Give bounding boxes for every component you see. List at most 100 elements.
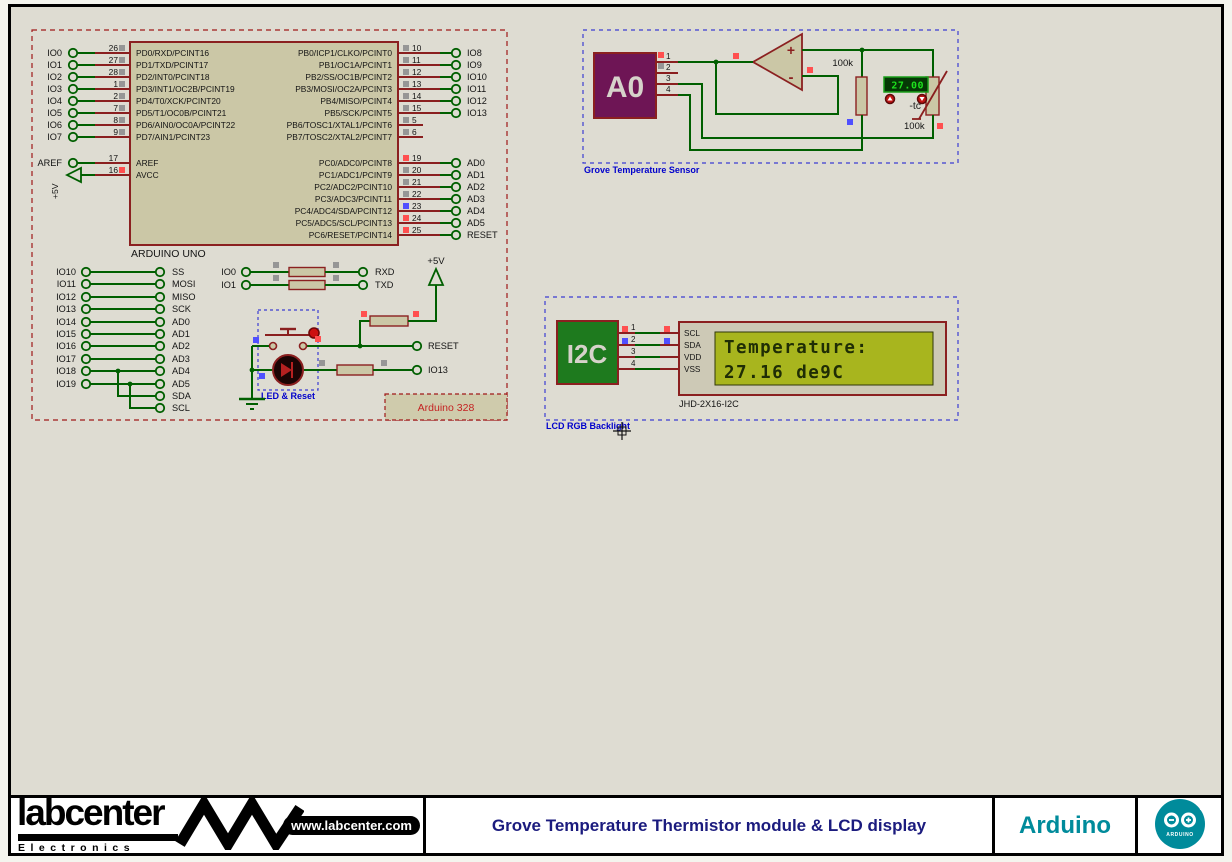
grove-sensor-block[interactable] (593, 52, 657, 119)
resistor[interactable] (288, 266, 326, 278)
up-arrow-icon (887, 96, 893, 101)
led-reset-region-box (257, 309, 319, 391)
pin-state-indicator (403, 45, 409, 51)
terminal[interactable] (80, 340, 92, 352)
terminal-label: AD0 (467, 158, 485, 168)
terminal[interactable] (80, 353, 92, 365)
terminal-AREF[interactable] (67, 157, 79, 169)
terminal[interactable] (154, 340, 166, 352)
chip-pin-name: PB5/SCK/PCINT5 (325, 108, 393, 118)
arduino-variant-box (384, 393, 508, 421)
terminal[interactable] (240, 279, 252, 291)
terminal[interactable] (357, 279, 369, 291)
pin-state-indicator (273, 275, 279, 281)
pin-state-indicator (361, 311, 367, 317)
led-resistor[interactable] (336, 364, 374, 376)
terminal-IO13[interactable] (411, 364, 423, 376)
opamp-buffer[interactable] (751, 32, 803, 92)
terminal-RESET[interactable] (450, 229, 462, 241)
reset-pullup-resistor[interactable] (369, 315, 409, 327)
terminal-IO1[interactable] (67, 59, 79, 71)
terminal[interactable] (80, 378, 92, 390)
terminal[interactable] (80, 316, 92, 328)
terminal-label: IO18 (56, 366, 76, 376)
terminal-AD2[interactable] (450, 181, 462, 193)
pin-number: 19 (412, 153, 422, 163)
terminal[interactable] (154, 291, 166, 303)
i2c-adapter-block[interactable] (556, 320, 619, 385)
terminal-label: IO7 (47, 132, 62, 142)
chip-pin-name: PB1/OC1A/PCINT1 (319, 60, 392, 70)
terminal[interactable] (240, 266, 252, 278)
terminal-IO3[interactable] (67, 83, 79, 95)
terminal-IO5[interactable] (67, 107, 79, 119)
terminal-IO2[interactable] (67, 71, 79, 83)
pin-number: 2 (631, 335, 636, 344)
pin-state-indicator (403, 179, 409, 185)
push-button-actuator[interactable] (308, 327, 320, 339)
chip-pin-name: PD6/AIN0/OC0A/PCINT22 (136, 120, 235, 130)
terminal[interactable] (154, 278, 166, 290)
pin-state-indicator (733, 53, 739, 59)
terminal-IO4[interactable] (67, 95, 79, 107)
pin-number: 2 (113, 91, 118, 101)
terminal-IO11[interactable] (450, 83, 462, 95)
pin-state-indicator (403, 215, 409, 221)
resistor-value-label: 100k (904, 121, 925, 132)
arduino-logo-text: ARDUINO (1166, 832, 1194, 838)
terminal-label: IO0 (221, 267, 236, 277)
terminal[interactable] (154, 378, 166, 390)
lcd-pin-name: VSS (684, 365, 701, 374)
terminal[interactable] (154, 365, 166, 377)
terminal-AD4[interactable] (450, 205, 462, 217)
terminal-IO12[interactable] (450, 95, 462, 107)
terminal[interactable] (357, 266, 369, 278)
arduino-uno-chip[interactable] (129, 41, 399, 246)
terminal-IO6[interactable] (67, 119, 79, 131)
terminal[interactable] (154, 353, 166, 365)
terminal[interactable] (80, 303, 92, 315)
terminal-IO13[interactable] (450, 107, 462, 119)
terminal-AD0[interactable] (450, 157, 462, 169)
lcd-caption: LCD RGB Backlight (546, 421, 630, 431)
divider-resistor[interactable] (855, 76, 868, 116)
wire (408, 285, 437, 322)
resistor[interactable] (288, 279, 326, 291)
brand-underline (18, 834, 178, 841)
terminal-IO0[interactable] (67, 47, 79, 59)
terminal-IO10[interactable] (450, 71, 462, 83)
pin-state-indicator (403, 69, 409, 75)
push-button-contact[interactable] (298, 341, 308, 351)
terminal[interactable] (80, 365, 92, 377)
pin-state-indicator (403, 227, 409, 233)
terminal[interactable] (154, 328, 166, 340)
terminal-AD3[interactable] (450, 193, 462, 205)
terminal-AD1[interactable] (450, 169, 462, 181)
terminal[interactable] (80, 291, 92, 303)
terminal[interactable] (80, 266, 92, 278)
terminal[interactable] (154, 390, 166, 402)
terminal-IO9[interactable] (450, 59, 462, 71)
pin-number: 7 (113, 103, 118, 113)
terminal[interactable] (154, 316, 166, 328)
labcenter-website: www.labcenter.com (283, 816, 420, 835)
push-button-contact[interactable] (268, 341, 278, 351)
terminal[interactable] (154, 266, 166, 278)
terminal-RESET[interactable] (411, 340, 423, 352)
terminal-label: IO11 (467, 84, 486, 94)
terminal[interactable] (80, 328, 92, 340)
pin-state-indicator (119, 81, 125, 87)
terminal-label: IO1 (47, 60, 62, 70)
terminal[interactable] (80, 278, 92, 290)
platform-name: Arduino (1019, 811, 1111, 839)
terminal[interactable] (154, 303, 166, 315)
terminal[interactable] (154, 402, 166, 414)
terminal-AD5[interactable] (450, 217, 462, 229)
pin-state-indicator (413, 311, 419, 317)
pin-number: 27 (109, 55, 119, 65)
terminal-IO7[interactable] (67, 131, 79, 143)
grove-block-label: A0 (606, 71, 644, 104)
terminal-IO8[interactable] (450, 47, 462, 59)
